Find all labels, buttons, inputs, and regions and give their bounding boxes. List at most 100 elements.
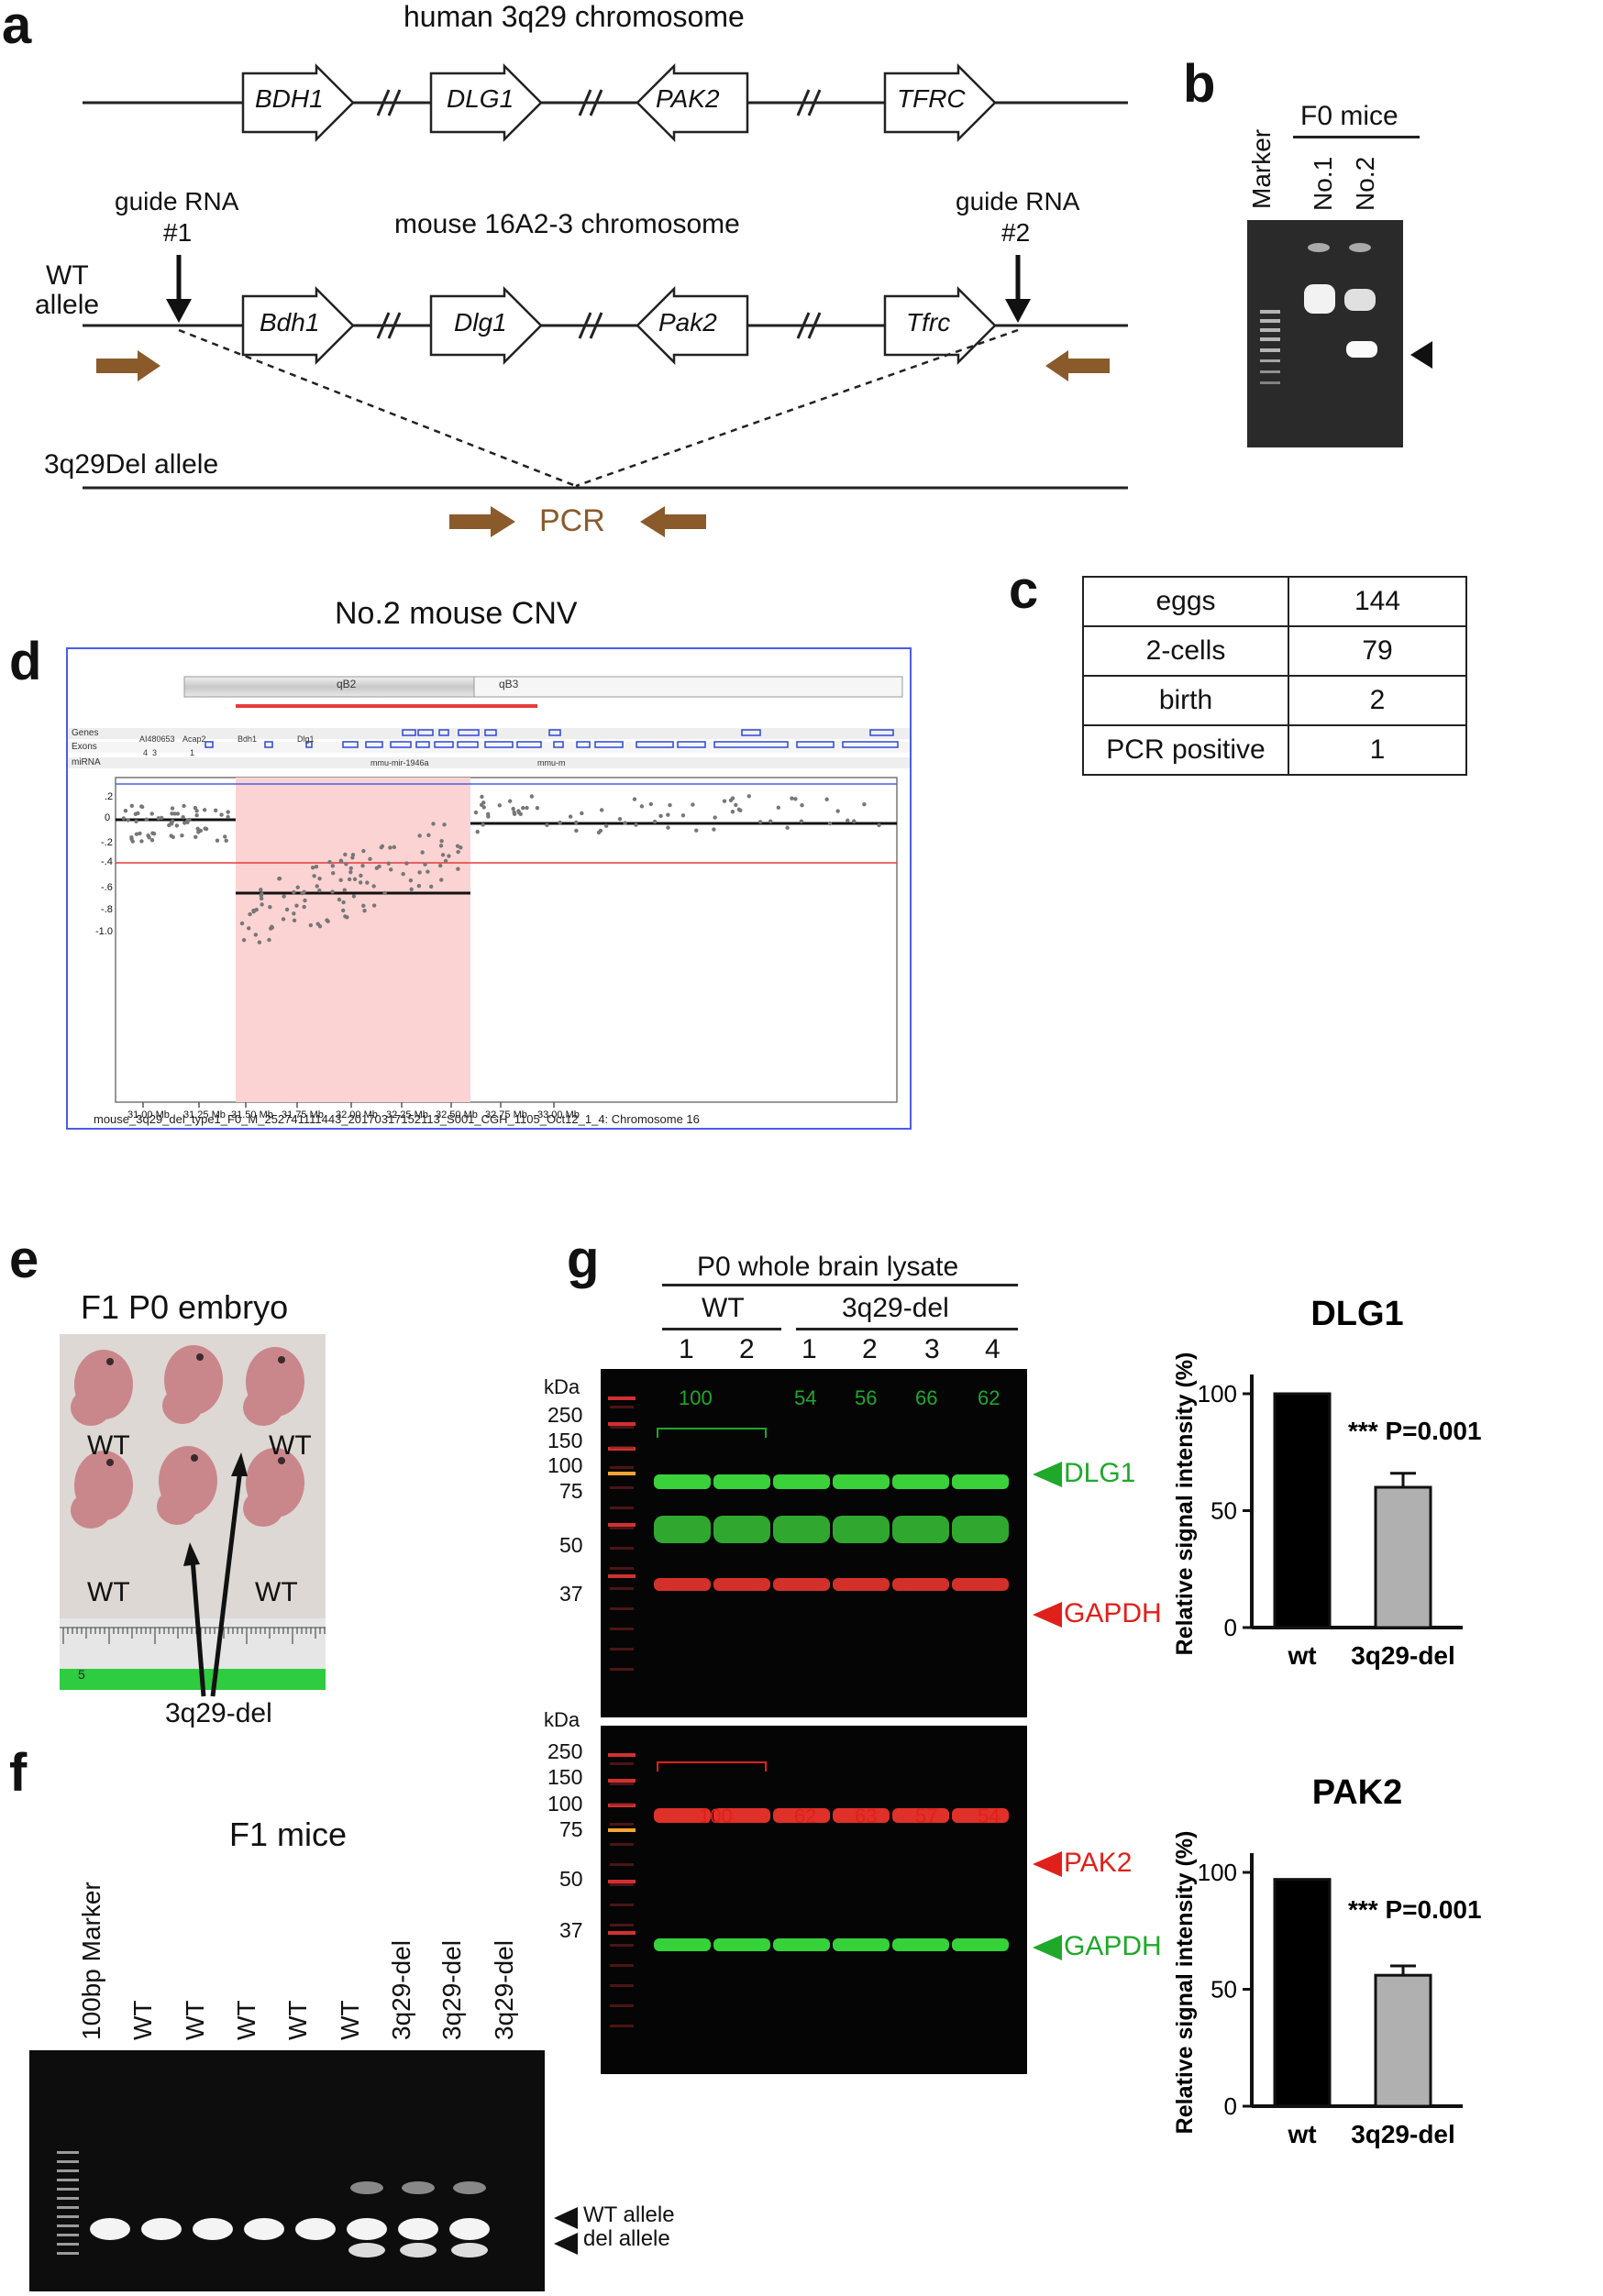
cnv-point bbox=[358, 880, 363, 885]
gapdh-band bbox=[952, 1938, 1009, 1951]
chart-title: DLG1 bbox=[1310, 1295, 1403, 1333]
cnv-point bbox=[198, 828, 204, 833]
cnv-point bbox=[568, 814, 573, 819]
cnv-point bbox=[302, 889, 306, 895]
lane-number: 2 bbox=[739, 1334, 755, 1364]
control-label-gapdh-2: GAPDH bbox=[1064, 1931, 1162, 1961]
gapdh-band bbox=[892, 1938, 949, 1951]
cnv-point bbox=[371, 884, 376, 889]
cnv-point bbox=[862, 801, 867, 807]
cnv-point bbox=[144, 817, 149, 822]
cnv-point bbox=[344, 862, 348, 867]
cnv-title: No.2 mouse CNV bbox=[335, 596, 578, 631]
ladder-band bbox=[608, 1931, 636, 1935]
y-tick-label: -.6 bbox=[101, 882, 113, 893]
cnv-point bbox=[268, 904, 272, 910]
gene-label-mouse-tfrc: Tfrc bbox=[906, 308, 951, 337]
cnv-caption: mouse_3q29_del_type1_F0_M_252741111443_2… bbox=[94, 1112, 700, 1126]
ladder-band bbox=[57, 2179, 79, 2181]
x-tick-label: 32.00 Mb bbox=[336, 1109, 378, 1120]
wt-band bbox=[90, 2218, 130, 2240]
gene-label-tfrc: TFRC bbox=[897, 84, 966, 113]
cnv-point bbox=[382, 890, 387, 896]
ladder-band bbox=[610, 1527, 634, 1529]
y-tick-label: -.2 bbox=[101, 837, 113, 848]
x-tick-label: 31.25 Mb bbox=[183, 1109, 226, 1120]
cnv-point bbox=[226, 810, 230, 814]
cnv-point bbox=[361, 848, 366, 854]
nonspecific-band bbox=[713, 1516, 770, 1543]
x-category-label: 3q29-del bbox=[1351, 2120, 1455, 2148]
gene-arrow-tfrc bbox=[883, 62, 997, 143]
lane-number: 1 bbox=[802, 1334, 817, 1364]
f0-gel-image bbox=[1247, 220, 1403, 447]
embryo-label-wt: WT bbox=[255, 1577, 298, 1607]
cnv-point bbox=[404, 861, 409, 866]
gapdh-band bbox=[773, 1578, 830, 1591]
panel-label-b: b bbox=[1183, 54, 1216, 114]
panel-c-table: eggs 144 2-cells 79 birth 2 PCR positive… bbox=[1082, 576, 1467, 776]
gapdh-band bbox=[833, 1938, 890, 1951]
cnv-point bbox=[738, 808, 743, 813]
cnv-point bbox=[480, 794, 484, 800]
del-group-line bbox=[796, 1328, 1018, 1330]
embryo-title: F1 P0 embryo bbox=[81, 1288, 289, 1326]
cnv-point bbox=[481, 822, 485, 827]
primer-arrow-rev-wt bbox=[1045, 350, 1110, 381]
gene-name-dlg1: Dlg1 bbox=[297, 734, 315, 744]
cnv-point bbox=[213, 808, 218, 813]
y-tick-label: 0 bbox=[1224, 1614, 1237, 1641]
y-tick-label: .2 bbox=[105, 791, 114, 802]
panel-label-a: a bbox=[2, 0, 32, 55]
quant-value: 56 bbox=[855, 1386, 878, 1409]
f1-lane-label: WT bbox=[181, 2000, 209, 2040]
target-label-dlg1: DLG1 bbox=[1064, 1458, 1136, 1488]
cnv-point bbox=[294, 903, 299, 908]
lane-label-no1: No.1 bbox=[1309, 156, 1337, 211]
cnv-point bbox=[284, 907, 290, 912]
f1-lane-label: WT bbox=[128, 2000, 157, 2040]
wt-allele-label-line1: WT bbox=[46, 260, 89, 291]
ladder-band bbox=[610, 1883, 634, 1886]
table-cell-label: birth bbox=[1082, 675, 1289, 726]
cnv-point bbox=[377, 864, 381, 869]
protein-band bbox=[654, 1808, 711, 1823]
mw-marker: 50 bbox=[559, 1867, 583, 1891]
pak2-arrowhead bbox=[1033, 1851, 1062, 1877]
table-row: eggs 144 bbox=[1082, 576, 1467, 627]
cnv-point bbox=[267, 937, 271, 943]
ladder-band bbox=[57, 2224, 79, 2227]
blot-pak2-image bbox=[601, 1726, 1027, 2074]
cnv-point bbox=[535, 805, 540, 811]
cnv-point bbox=[292, 918, 297, 923]
human-chromosome-title: human 3q29 chromosome bbox=[404, 0, 745, 33]
ladder-band bbox=[610, 2025, 634, 2027]
lane-number: 2 bbox=[862, 1334, 878, 1364]
protein-band bbox=[654, 1474, 711, 1489]
table-cell-label: eggs bbox=[1082, 576, 1289, 627]
cnv-point bbox=[401, 872, 405, 877]
x-category-label: wt bbox=[1287, 2120, 1316, 2148]
protein-band bbox=[833, 1474, 890, 1489]
ladder-band bbox=[610, 1984, 634, 1987]
cnv-point bbox=[666, 812, 670, 817]
cnv-point bbox=[439, 838, 444, 844]
gapdh-arrowhead-2 bbox=[1033, 1935, 1062, 1960]
ladder-band bbox=[57, 2160, 79, 2163]
x-tick-label: 32.25 Mb bbox=[386, 1109, 428, 1120]
gapdh-band bbox=[833, 1578, 890, 1591]
table-row: PCR positive 1 bbox=[1082, 724, 1467, 776]
band-qb2 bbox=[183, 676, 475, 698]
cnv-point bbox=[658, 813, 663, 819]
ladder-band bbox=[610, 1486, 634, 1489]
cnv-point bbox=[180, 833, 184, 838]
ladder-band bbox=[610, 1924, 634, 1926]
protein-band bbox=[952, 1808, 1009, 1823]
ladder-band bbox=[610, 1507, 634, 1509]
protein-band bbox=[773, 1474, 830, 1489]
guide2-number: #2 bbox=[1001, 218, 1031, 247]
cnv-point bbox=[525, 805, 529, 811]
lysate-header-line bbox=[662, 1284, 1018, 1286]
cnv-point bbox=[295, 885, 300, 889]
